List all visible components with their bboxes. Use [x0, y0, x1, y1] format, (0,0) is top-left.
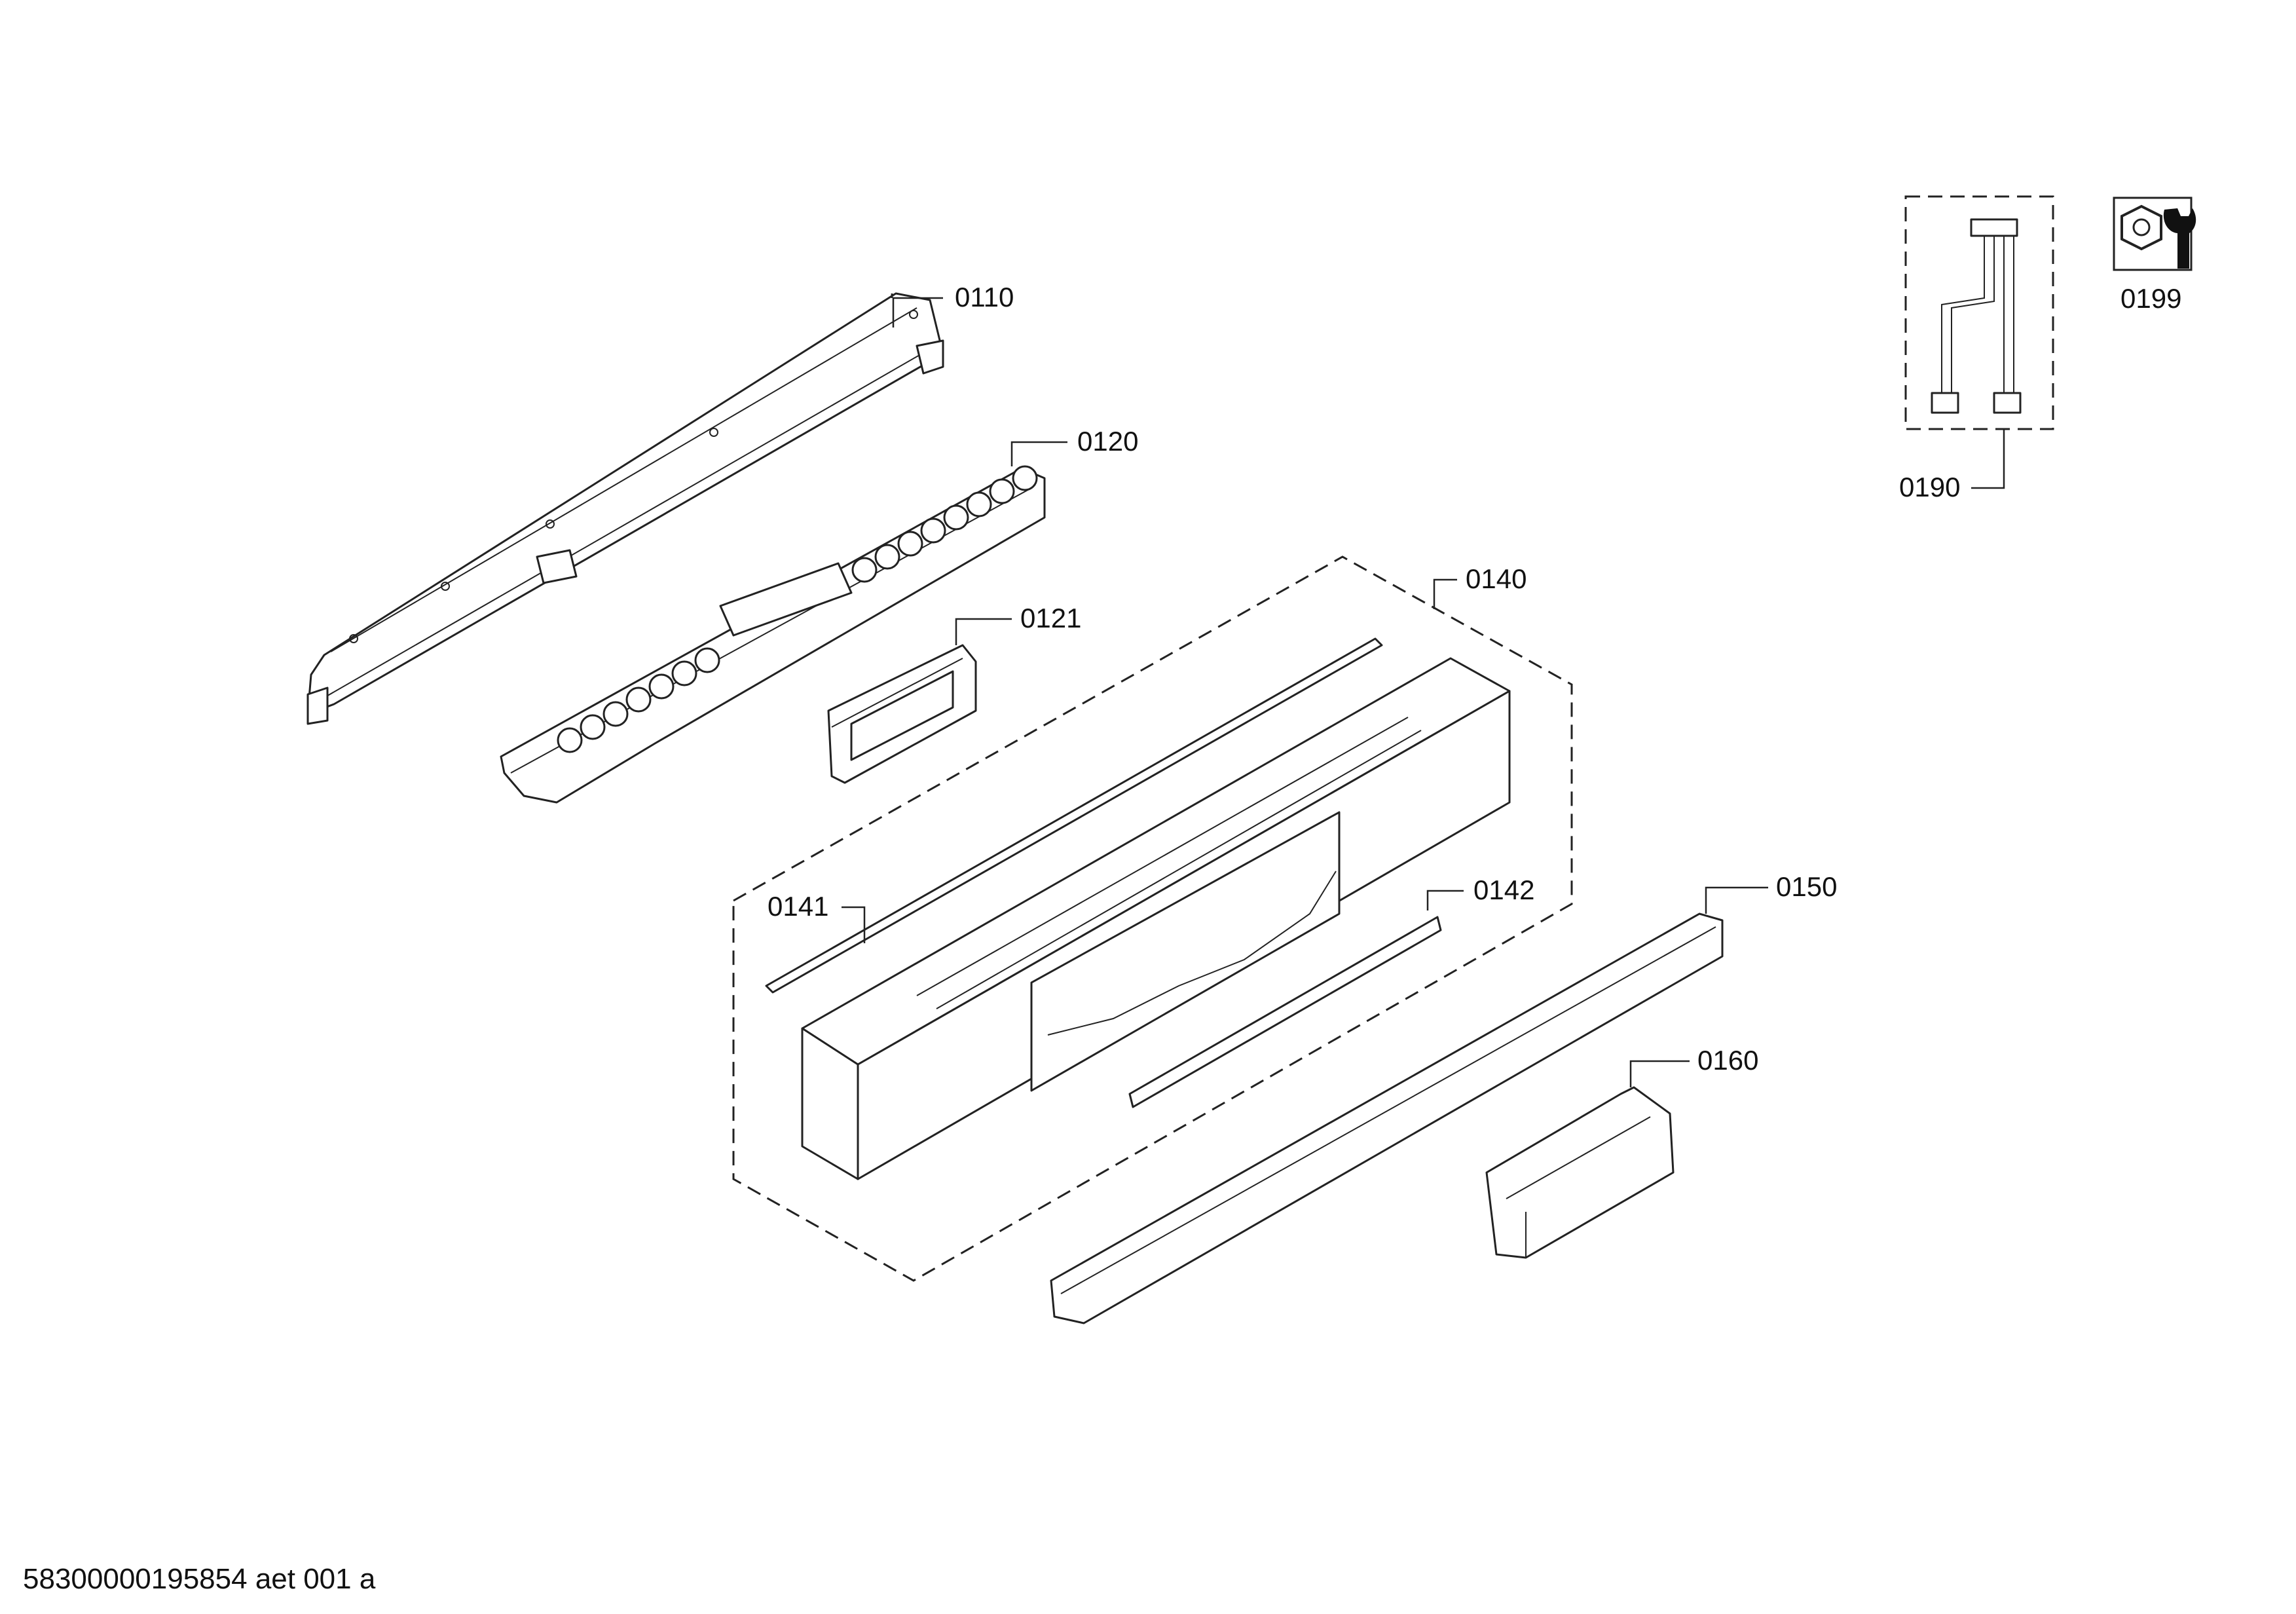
wiring-harness-icon	[1931, 218, 2022, 414]
document-id: 58300000195854 aet 001 a	[23, 1563, 376, 1595]
label-0199: 0199	[2120, 283, 2181, 314]
label-0110: 0110	[955, 282, 1014, 312]
label-0141: 0141	[768, 891, 828, 922]
part-0121-display-module	[827, 644, 977, 784]
part-0190-boundary	[1904, 195, 2054, 430]
part-0142-trim	[1128, 916, 1442, 1108]
label-0142: 0142	[1473, 874, 1534, 905]
assembly-0140-boundary	[732, 555, 1573, 1282]
part-0160-bracket	[1485, 1086, 1675, 1259]
part-0141-strip	[765, 637, 1383, 994]
part-0150-angle-rail	[1050, 912, 1724, 1324]
part-0140-control-panel	[801, 657, 1511, 1180]
label-0120: 0120	[1077, 426, 1138, 457]
part-0120-control-module	[500, 465, 1046, 804]
label-0140: 0140	[1466, 563, 1527, 594]
label-0121: 0121	[1020, 603, 1081, 633]
label-0150: 0150	[1776, 871, 1837, 902]
label-0190: 0190	[1899, 472, 1960, 502]
label-0160: 0160	[1697, 1045, 1758, 1076]
part-0110-rail	[306, 292, 944, 725]
nut-and-wrench-icon	[2113, 197, 2196, 271]
